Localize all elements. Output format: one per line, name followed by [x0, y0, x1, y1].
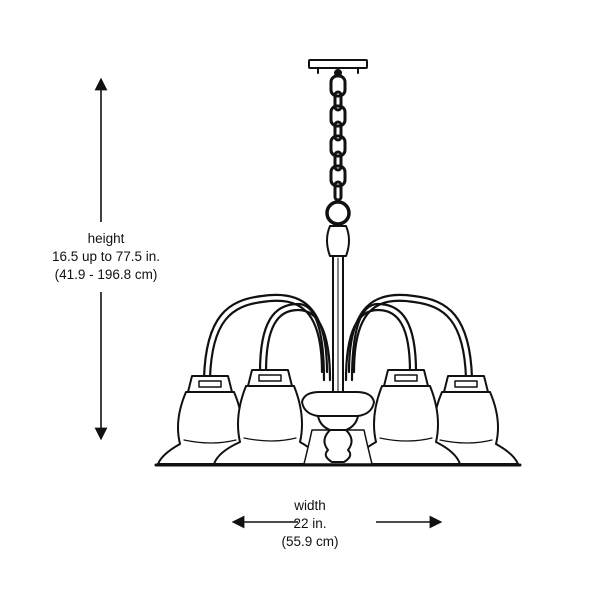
- height-value-cm: (41.9 - 196.8 cm): [54, 267, 158, 282]
- bottom-finial: [323, 429, 353, 463]
- width-dimension-label: width 22 in. (55.9 cm): [260, 497, 360, 551]
- ceiling-canopy: [308, 59, 368, 77]
- width-value-inches: 22 in.: [293, 516, 327, 531]
- inner-arms: [258, 302, 418, 382]
- width-label: width: [294, 498, 326, 513]
- top-finial: [326, 225, 350, 257]
- glass-shade-left: [213, 369, 323, 465]
- glass-shade-right: [353, 369, 461, 465]
- hanging-chain: [329, 74, 347, 202]
- height-dimension-label: height 16.5 up to 77.5 in. (41.9 - 196.8…: [40, 230, 172, 284]
- central-stem: [332, 255, 344, 399]
- loop-ring: [325, 200, 351, 226]
- chandelier-illustration: [154, 59, 522, 467]
- central-body: [301, 391, 375, 431]
- height-value-inches: 16.5 up to 77.5 in.: [51, 249, 161, 264]
- height-label: height: [87, 231, 125, 246]
- width-value-cm: (55.9 cm): [281, 534, 339, 549]
